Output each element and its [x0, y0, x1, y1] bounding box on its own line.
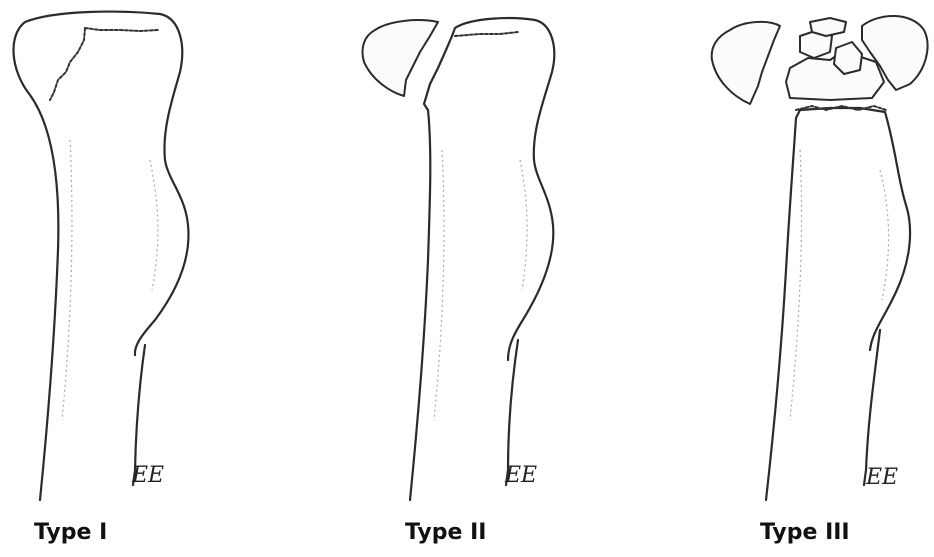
- type-2-label: Type II: [405, 520, 486, 545]
- bone-type-3: EE: [712, 16, 928, 500]
- type-3-label: Type III: [760, 520, 850, 545]
- bone-type-2: EE: [362, 18, 554, 500]
- type-1-physeal-fracture-line: [50, 28, 85, 100]
- type-2-epiphyseal-fragment: [362, 20, 438, 96]
- bone-type-2-outline: [410, 18, 554, 500]
- type-3-central-fragment-top: [810, 18, 846, 36]
- bone-type-3-posterior-edge: [864, 330, 880, 485]
- bone-type-1-outline: [14, 12, 189, 500]
- type-1-physeal-top-line: [85, 28, 158, 31]
- type-2-fracture-top: [455, 32, 518, 36]
- type-1-signature: EE: [131, 463, 164, 488]
- type-1-shading: [62, 140, 158, 420]
- type-3-signature: EE: [865, 465, 898, 490]
- type-1-label: Type I: [34, 520, 107, 545]
- type-2-signature: EE: [504, 463, 537, 488]
- type-3-lateral-fragment: [712, 22, 780, 104]
- type-3-center-piece: [834, 42, 862, 74]
- bone-type-3-outline: [766, 108, 910, 500]
- bone-type-1: EE: [14, 12, 189, 500]
